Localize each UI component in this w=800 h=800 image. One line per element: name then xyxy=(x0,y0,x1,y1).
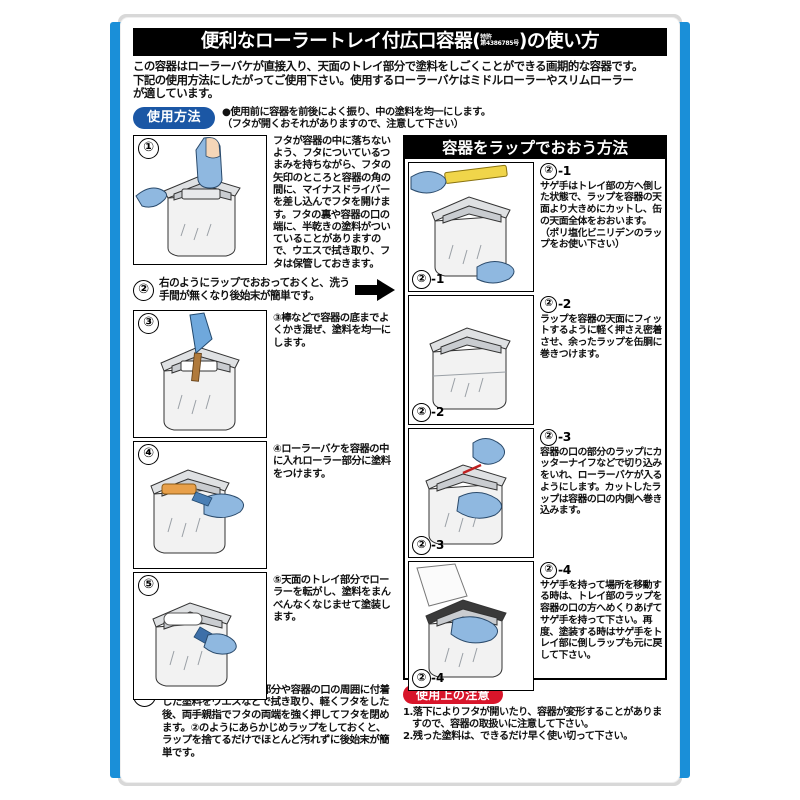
cutter-slit-figure xyxy=(425,437,507,545)
caution-item-2: 2.残った塗料は、できるだけ早く使い切って下さい。 xyxy=(403,731,633,743)
title-main-after: の使い方 xyxy=(526,31,600,52)
wrap-1-tag: ②-1 xyxy=(412,269,445,289)
wrap-2-circle: ② xyxy=(412,402,431,422)
step-row-1: ① xyxy=(133,134,395,270)
step-1-illustration: ① xyxy=(133,134,267,265)
instruction-card: 便利なローラートレイ付広口容器(特許第4386785号)の使い方 この容器はロー… xyxy=(121,18,679,782)
wrap-method-panel: 容器をラップでおおう方法 xyxy=(403,134,667,691)
wrap-3-caption: ②-3 容器の口の部分のラップにカッターナイフなどで切り込みをいれ、ローラーバケ… xyxy=(534,428,662,561)
roller-on-tray-figure xyxy=(152,602,237,687)
wrap-1-illustration: ②-1 xyxy=(408,161,534,292)
caution-list: 1.落下によりフタが開いたり、容器が変形することがありま すので、容器の取扱いに… xyxy=(403,707,667,744)
wrap-item-4: ②-4 ②-4 サゲ手を持って場所を移動する時は、トレイ部のラップを容器の口の方… xyxy=(408,560,662,694)
wrap-method-header: 容器をラップでおおう方法 xyxy=(405,136,665,159)
intro-line-1: この容器はローラーバケが直接入り、天面のトレイ部分で塗料をしごくことができる画期… xyxy=(133,59,643,73)
cut-wrap-figure xyxy=(410,164,515,284)
step-5-illustration: ⑤ xyxy=(133,572,267,701)
wrap-3-suffix: -3 xyxy=(431,538,445,553)
wrap-4-illustration: ②-4 xyxy=(408,560,534,691)
press-wrap-figure xyxy=(429,327,511,410)
step-3-illustration: ③ xyxy=(133,310,267,439)
step-4-caption: ④ローラーバケを容器の中に入れローラー部分に塗料をつけます。 xyxy=(273,443,391,480)
wrap-2-suffix: -2 xyxy=(431,405,445,420)
wrap-1-circle: ② xyxy=(412,269,431,289)
step-2-number: ② xyxy=(133,279,154,301)
step-4-illustration: ④ xyxy=(133,441,267,570)
wrap-4-suffix: -4 xyxy=(431,671,445,686)
wrap-4-caption: ②-4 サゲ手を持って場所を移動する時は、トレイ部のラップを容器の口の方へめくり… xyxy=(534,561,662,694)
step-row-2: ② 右のようにラップでおおっておくと、洗う手間が無くなり後始末が簡単です。 xyxy=(133,273,395,307)
usage-note-1: ●使用前に容器を前後によく振り、中の塗料を均一にします。 xyxy=(222,106,491,118)
wrap-2-caption: ②-2 ラップを容器の天面にフィットするように軽く押さえ密着させ、余ったラップを… xyxy=(534,295,662,428)
caution-section: 使用上の注意 1.落下によりフタが開いたり、容器が変形することがありま すので、… xyxy=(403,684,667,760)
main-body: ① xyxy=(133,134,667,701)
intro-paragraph: この容器はローラーバケが直接入り、天面のトレイ部分で塗料をしごくことができる画期… xyxy=(133,59,667,101)
wrap-3-tag: ②-3 xyxy=(412,535,445,555)
left-blue-rail xyxy=(110,22,121,778)
wrap-3-label-suffix: -3 xyxy=(558,430,572,445)
wrap-2-illustration: ②-2 xyxy=(408,294,534,425)
wrap-3-label-circle: ② xyxy=(540,428,557,446)
wrap-4-tag: ②-4 xyxy=(412,668,445,688)
step-1-caption: フタが容器の中に落ちないよう、フタについているつまみを持ちながら、フタの矢印のと… xyxy=(273,134,391,270)
wrap-3-label: ②-3 xyxy=(540,428,662,446)
wrap-3-circle: ② xyxy=(412,535,431,555)
wrap-1-label-suffix: -1 xyxy=(558,164,572,179)
step-2-caption: 右のようにラップでおおっておくと、洗う手間が無くなり後始末が簡単です。 xyxy=(159,277,350,303)
wrap-item-1: ②-1 ②-1 サゲ手はトレイ部の方へ倒した状態で、ラップを容器の天面より大きめ… xyxy=(408,161,662,295)
intro-line-2: 下記の使用方法にしたがってご使用下さい。使用するローラーバケはミドルローラーやス… xyxy=(133,72,634,87)
usage-method-badge: 使用方法 xyxy=(133,106,216,129)
step-5-caption: ⑤天面のトレイ部分でローラーを転がし、塗料をまんべんなくなじませて塗装します。 xyxy=(273,574,391,623)
step-row-5: ⑤ ⑤天面のトレイ部 xyxy=(133,572,395,701)
title-paren-open: ( xyxy=(472,31,481,52)
usage-header-row: 使用方法 ●使用前に容器を前後によく振り、中の塗料を均一にします。 （フタが開く… xyxy=(133,106,667,131)
patent-number: 第4386785号 xyxy=(480,40,519,47)
page-title: 便利なローラートレイ付広口容器(特許第4386785号)の使い方 xyxy=(133,28,667,56)
wrap-4-circle: ② xyxy=(412,668,431,688)
patent-label: 特許 xyxy=(480,33,492,41)
wrap-4-label-circle: ② xyxy=(540,561,557,579)
wrap-3-text: 容器の口の部分のラップにカッターナイフなどで切り込みをいれ、ローラーバケが入るよ… xyxy=(540,446,662,517)
step-4-number: ④ xyxy=(138,444,159,466)
title-paren-close: ) xyxy=(518,31,527,52)
wrap-1-text: サゲ手はトレイ部の方へ倒した状態で、ラップを容器の天面より大きめにカットし、缶の… xyxy=(540,180,662,251)
step-5-number: ⑤ xyxy=(138,575,159,597)
wrap-4-text: サゲ手を持って場所を移動する時は、トレイ部のラップを容器の口の方へめくりあげてサ… xyxy=(540,579,662,661)
container-open-lid-figure xyxy=(135,136,241,257)
step-row-3: ③ ③棒などで容 xyxy=(133,310,395,439)
wrap-3-illustration: ②-3 xyxy=(408,427,534,558)
wrap-1-suffix: -1 xyxy=(431,272,445,287)
roller-insert-figure xyxy=(150,469,244,554)
wrap-method-items: ②-1 ②-1 サゲ手はトレイ部の方へ倒した状態で、ラップを容器の天面より大きめ… xyxy=(405,159,665,697)
wrap-1-caption: ②-1 サゲ手はトレイ部の方へ倒した状態で、ラップを容器の天面より大きめにカット… xyxy=(534,162,662,295)
wrap-4-label: ②-4 xyxy=(540,561,662,579)
step-1-number: ① xyxy=(138,137,159,159)
step-3-number: ③ xyxy=(138,313,159,335)
title-main-before: 便利なローラートレイ付広口容器 xyxy=(200,31,473,52)
left-column: ① xyxy=(133,134,395,701)
caution-item-1-line-2: すので、容器の取扱いに注意して下さい。 xyxy=(412,719,594,731)
intro-line-3: が適しています。 xyxy=(133,86,219,101)
usage-notes: ●使用前に容器を前後によく振り、中の塗料を均一にします。 （フタが開くおそれがあ… xyxy=(222,107,491,131)
wrap-2-label-suffix: -2 xyxy=(558,297,572,312)
wrap-1-label: ②-1 xyxy=(540,162,662,180)
step-row-4: ④ ④ローラーバケを xyxy=(133,441,395,570)
wrap-4-label-suffix: -4 xyxy=(558,563,572,578)
wrap-2-label: ②-2 xyxy=(540,295,662,313)
carry-handle-figure xyxy=(416,563,507,678)
right-blue-rail xyxy=(679,22,690,778)
wrap-2-text: ラップを容器の天面にフィットするように軽く押さえ密着させ、余ったラップを缶胴に巻… xyxy=(540,313,662,360)
wrap-2-tag: ②-2 xyxy=(412,402,445,422)
wrap-1-label-circle: ② xyxy=(540,162,557,180)
step-3-caption: ③棒などで容器の底までよくかき混ぜ、塗料を均一にします。 xyxy=(273,312,391,349)
caution-item-1-line-1: 1.落下によりフタが開いたり、容器が変形することがありま xyxy=(403,706,662,718)
usage-note-2: （フタが開くおそれがありますので、注意して下さい） xyxy=(222,118,464,130)
wrap-2-label-circle: ② xyxy=(540,295,557,313)
patent-info: 特許第4386785号 xyxy=(480,33,519,48)
wrap-item-3: ②-3 ②-3 容器の口の部分のラップにカッターナイフなどで切り込みをいれ、ロー… xyxy=(408,427,662,561)
stirring-stick-figure xyxy=(160,312,240,431)
right-arrow-icon xyxy=(355,279,395,302)
wrap-item-2: ②-2 ②-2 ラップを容器の天面にフィットするように軽く押さえ密着させ、余った… xyxy=(408,294,662,428)
